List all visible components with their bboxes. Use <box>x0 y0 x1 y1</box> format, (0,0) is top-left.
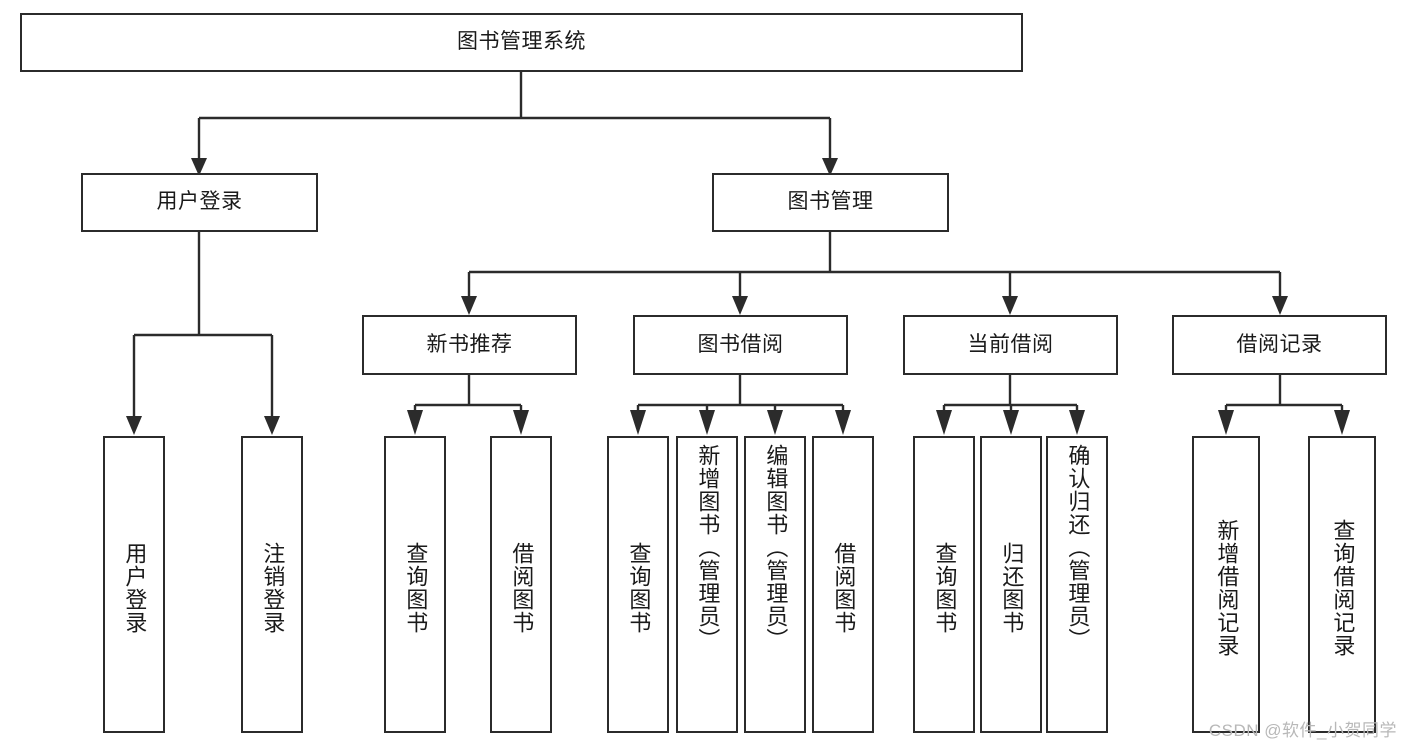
leaf-query-book-recommend[interactable]: 查询图书 <box>384 436 446 733</box>
arrow-leaf-add-record <box>1218 410 1234 435</box>
leaf-label: 归还图书 <box>999 541 1025 634</box>
node-current-borrow[interactable]: 当前借阅 <box>903 315 1118 375</box>
node-label: 图书管理系统 <box>457 30 586 54</box>
arrow-leaf-user-login <box>126 416 142 435</box>
node-label: 借阅记录 <box>1236 332 1323 356</box>
leaf-label: 新增图书（管理员） <box>695 444 721 651</box>
arrow-book-borrow <box>732 296 748 315</box>
node-label: 新书推荐 <box>426 332 513 356</box>
leaf-logout[interactable]: 注销登录 <box>241 436 303 733</box>
leaf-label: 借阅图书 <box>509 541 535 634</box>
arrow-leaf-query-book-1 <box>407 410 423 435</box>
leaf-query-book-current[interactable]: 查询图书 <box>913 436 975 733</box>
node-label: 图书借阅 <box>697 332 784 356</box>
leaf-label: 查询借阅记录 <box>1330 518 1356 657</box>
arrow-leaf-confirm-return <box>1069 410 1085 435</box>
arrow-leaf-borrow-book-1 <box>513 410 529 435</box>
arrow-leaf-query-record <box>1334 410 1350 435</box>
arrow-leaf-query-book-2 <box>630 410 646 435</box>
arrow-leaf-borrow-book-2 <box>835 410 851 435</box>
arrow-borrow-record <box>1272 296 1288 315</box>
leaf-label: 查询图书 <box>403 541 429 634</box>
leaf-label: 借阅图书 <box>831 541 857 634</box>
node-user-login[interactable]: 用户登录 <box>81 173 318 232</box>
node-root-book-management-system[interactable]: 图书管理系统 <box>20 13 1023 72</box>
leaf-label: 新增借阅记录 <box>1214 518 1240 657</box>
arrow-leaf-add-book <box>699 410 715 435</box>
node-book-borrow[interactable]: 图书借阅 <box>633 315 848 375</box>
arrow-current-borrow <box>1002 296 1018 315</box>
leaf-label: 查询图书 <box>932 541 958 634</box>
leaf-query-borrow-record[interactable]: 查询借阅记录 <box>1308 436 1376 733</box>
leaf-add-book-admin[interactable]: 新增图书（管理员） <box>676 436 738 733</box>
leaf-label: 用户登录 <box>122 541 148 634</box>
leaf-edit-book-admin[interactable]: 编辑图书（管理员） <box>744 436 806 733</box>
leaf-label: 查询图书 <box>626 541 652 634</box>
leaf-label: 编辑图书（管理员） <box>763 444 789 651</box>
arrow-leaf-query-book-3 <box>936 410 952 435</box>
node-book-management[interactable]: 图书管理 <box>712 173 949 232</box>
arrow-leaf-return-book <box>1003 410 1019 435</box>
node-new-book-recommend[interactable]: 新书推荐 <box>362 315 577 375</box>
arrow-leaf-logout <box>264 416 280 435</box>
node-label: 图书管理 <box>787 190 874 214</box>
leaf-add-borrow-record[interactable]: 新增借阅记录 <box>1192 436 1260 733</box>
leaf-user-login[interactable]: 用户登录 <box>103 436 165 733</box>
node-label: 当前借阅 <box>967 332 1054 356</box>
leaf-label: 注销登录 <box>260 541 286 634</box>
arrow-new-book-recommend <box>461 296 477 315</box>
arrow-leaf-edit-book <box>767 410 783 435</box>
watermark-text: CSDN @软件_小贺同学 <box>1208 721 1397 740</box>
leaf-query-book-borrow[interactable]: 查询图书 <box>607 436 669 733</box>
leaf-return-book[interactable]: 归还图书 <box>980 436 1042 733</box>
leaf-borrow-book[interactable]: 借阅图书 <box>812 436 874 733</box>
node-label: 用户登录 <box>156 190 243 214</box>
leaf-borrow-book-recommend[interactable]: 借阅图书 <box>490 436 552 733</box>
leaf-confirm-return-admin[interactable]: 确认归还（管理员） <box>1046 436 1108 733</box>
node-borrow-record[interactable]: 借阅记录 <box>1172 315 1387 375</box>
leaf-label: 确认归还（管理员） <box>1065 444 1091 651</box>
